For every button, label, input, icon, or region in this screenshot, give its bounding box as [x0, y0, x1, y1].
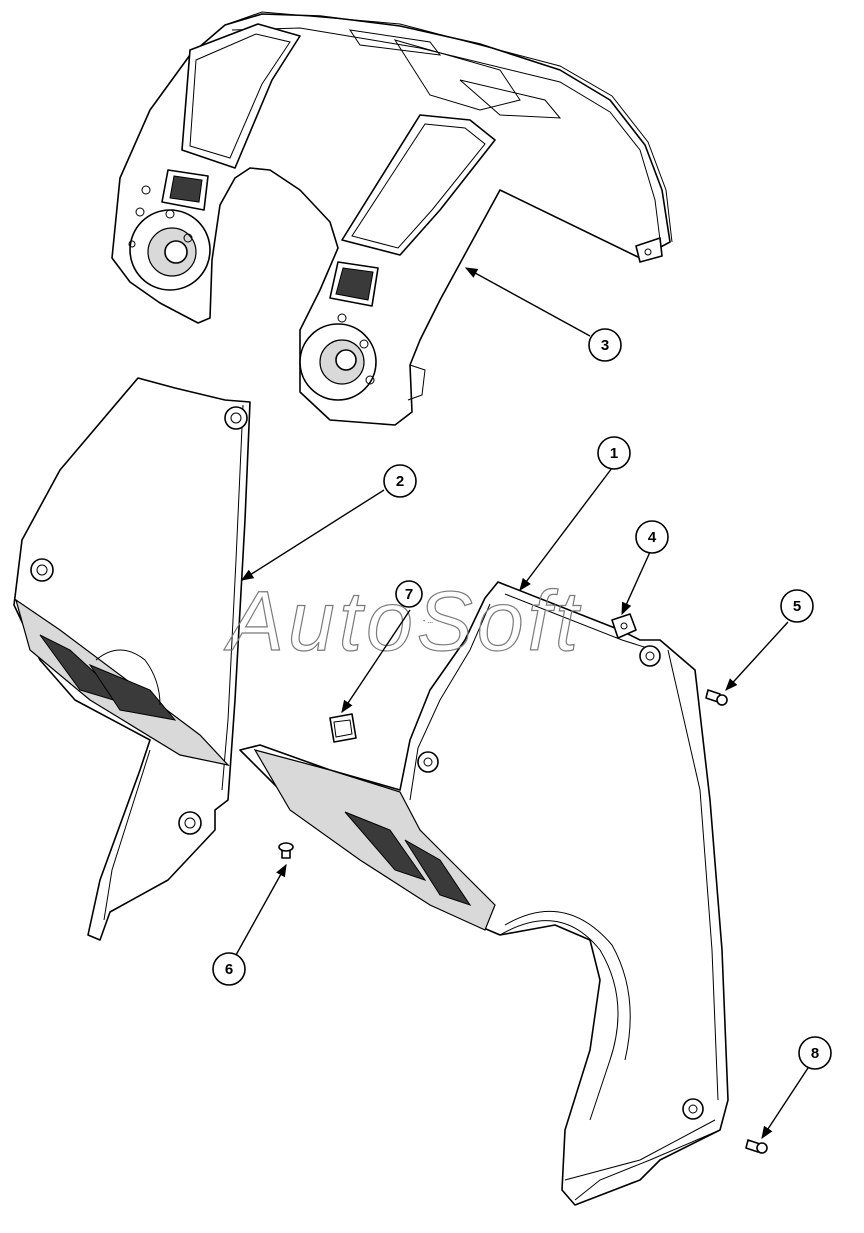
- leader-7: [341, 609, 411, 714]
- screw-part-6: [278, 842, 294, 859]
- leader-3: [464, 267, 591, 337]
- leader-6: [235, 863, 287, 956]
- screw-part-5: [705, 689, 728, 706]
- leader-8: [761, 1067, 809, 1140]
- callout-6: 6: [212, 952, 246, 986]
- left-cover-part-2: [13, 377, 251, 941]
- clip-part-4: [611, 613, 637, 639]
- callout-5: 5: [780, 589, 814, 623]
- callout-3-label: 3: [601, 337, 609, 354]
- svg-text:- ...: - ...: [423, 618, 433, 625]
- callout-2: 2: [383, 464, 417, 498]
- callout-8-label: 8: [811, 1045, 819, 1062]
- callout-1-label: 1: [610, 445, 618, 462]
- callout-3: 3: [588, 328, 622, 362]
- callout-7-label: 7: [405, 586, 413, 603]
- callout-8: 8: [798, 1036, 832, 1070]
- callout-7: 7: [395, 580, 423, 608]
- callout-1: 1: [597, 436, 631, 470]
- leader-4: [621, 551, 651, 616]
- callout-4: 4: [635, 520, 669, 554]
- callout-4-label: 4: [648, 529, 657, 546]
- leader-1: [519, 467, 613, 592]
- right-cover-part-1: [239, 581, 729, 1206]
- leader-lines: [235, 267, 809, 1140]
- leader-5: [725, 621, 789, 691]
- callout-5-label: 5: [793, 598, 801, 615]
- screw-part-8: [745, 1139, 768, 1154]
- upper-shroud-part-3: [111, 11, 673, 426]
- callout-6-label: 6: [225, 961, 233, 978]
- leader-2: [240, 489, 385, 581]
- callout-2-label: 2: [396, 473, 404, 490]
- nut-part-7: - ...: [329, 618, 433, 743]
